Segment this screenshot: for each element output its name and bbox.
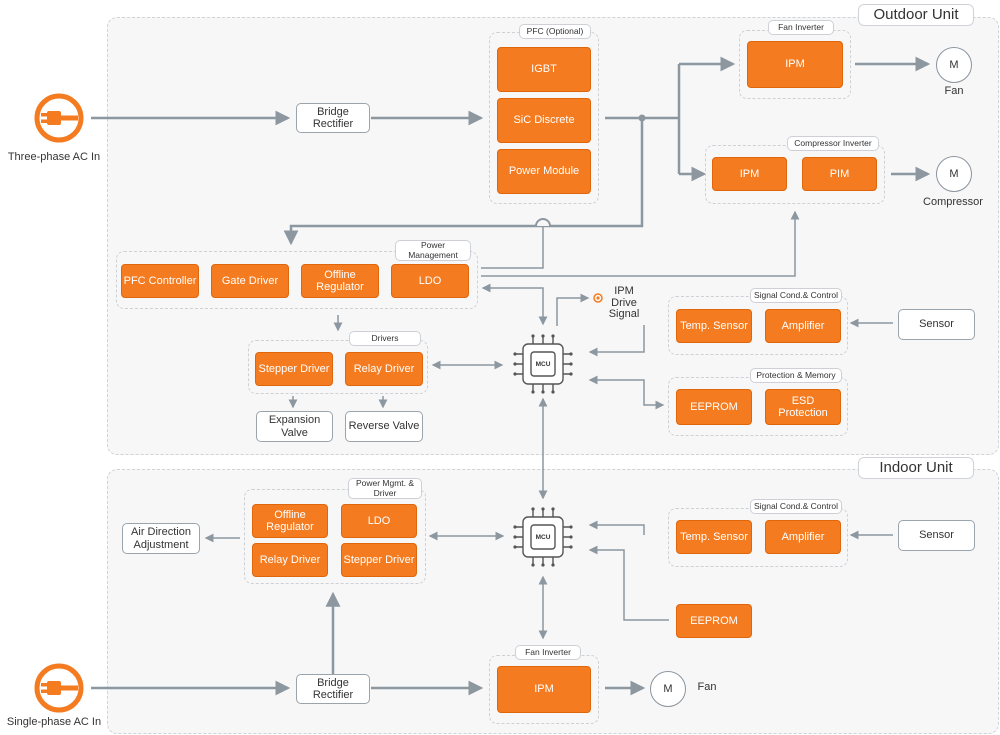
power-management-label: Power Management (395, 240, 471, 261)
indoor-mcu-label: MCU (535, 533, 551, 541)
compressor-motor: M (936, 156, 972, 192)
offline-regulator-block: Offline Regulator (301, 264, 379, 298)
outdoor-fan-ipm-block: IPM (747, 41, 843, 88)
pfc-controller-block: PFC Controller (121, 264, 199, 298)
indoor-stepper-driver-block: Stepper Driver (341, 543, 417, 577)
indoor-relay-driver-block: Relay Driver (252, 543, 328, 577)
ipm-drive-signal-label: IPM Drive Signal (608, 285, 640, 321)
indoor-power-mgmt-label: Power Mgmt. & Driver (348, 478, 422, 499)
pfc-group-label: PFC (Optional) (519, 24, 591, 39)
three-phase-ac-label: Three-phase AC In (7, 151, 101, 163)
indoor-fan-ipm-block: IPM (497, 666, 591, 713)
drivers-label: Drivers (349, 331, 421, 346)
indoor-bridge-rectifier: Bridge Rectifier (296, 674, 370, 704)
outdoor-amplifier-block: Amplifier (765, 309, 841, 343)
esd-protection-block: ESD Protection (765, 389, 841, 425)
three-phase-plug-icon (34, 93, 84, 143)
indoor-fan-motor: M (650, 671, 686, 707)
outdoor-fan-motor: M (936, 47, 972, 83)
indoor-temp-sensor-block: Temp. Sensor (676, 520, 752, 554)
air-direction-adjustment: Air Direction Adjustment (122, 523, 200, 554)
igbt-block: IGBT (497, 47, 591, 92)
outdoor-fan-inverter-label: Fan Inverter (768, 20, 834, 35)
outdoor-mcu-chip-icon (513, 334, 573, 394)
indoor-fan-inverter-label: Fan Inverter (515, 645, 581, 660)
ldo-block: LDO (391, 264, 469, 298)
single-phase-ac-label: Single-phase AC In (6, 716, 102, 728)
compressor-ipm-block: IPM (712, 157, 787, 191)
sic-discrete-block: SiC Discrete (497, 98, 591, 143)
compressor-motor-label: Compressor (923, 196, 983, 208)
outdoor-eeprom-block: EEPROM (676, 389, 752, 425)
power-module-block: Power Module (497, 149, 591, 194)
indoor-ldo-block: LDO (341, 504, 417, 538)
indoor-sensor: Sensor (898, 520, 975, 551)
outdoor-mcu-label: MCU (535, 360, 551, 368)
protection-memory-label: Protection & Memory (750, 368, 842, 383)
compressor-pim-block: PIM (802, 157, 877, 191)
indoor-amplifier-block: Amplifier (765, 520, 841, 554)
outdoor-temp-sensor-block: Temp. Sensor (676, 309, 752, 343)
ipm-drive-signal-icon (593, 293, 603, 303)
reverse-valve: Reverse Valve (345, 411, 423, 442)
indoor-fan-motor-label: Fan (697, 681, 717, 693)
indoor-unit-title: Indoor Unit (858, 457, 974, 479)
outdoor-unit-title: Outdoor Unit (858, 4, 974, 26)
indoor-eeprom-block: EEPROM (676, 604, 752, 638)
expansion-valve: Expansion Valve (256, 411, 333, 442)
outdoor-sensor: Sensor (898, 309, 975, 340)
outdoor-fan-motor-label: Fan (944, 85, 964, 97)
outdoor-relay-driver-block: Relay Driver (345, 352, 423, 386)
outdoor-stepper-driver-block: Stepper Driver (255, 352, 333, 386)
indoor-signal-cond-label: Signal Cond.& Control (750, 499, 842, 514)
gate-driver-block: Gate Driver (211, 264, 289, 298)
indoor-mcu-chip-icon (513, 507, 573, 567)
outdoor-signal-cond-label: Signal Cond.& Control (750, 288, 842, 303)
single-phase-plug-icon (34, 663, 84, 713)
outdoor-bridge-rectifier: Bridge Rectifier (296, 103, 370, 133)
compressor-inverter-label: Compressor Inverter (787, 136, 879, 151)
indoor-offline-regulator-block: Offline Regulator (252, 504, 328, 538)
